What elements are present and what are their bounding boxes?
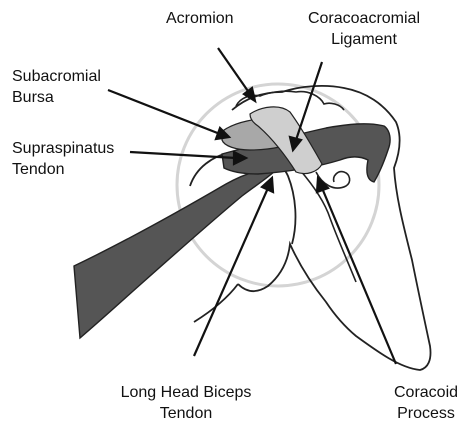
long-head-biceps-tendon-label-line2: Tendon: [104, 403, 268, 424]
coracoid-process-label-line2: Process: [384, 403, 468, 424]
acromion-label: Acromion: [166, 8, 234, 29]
humeral-shaft-outline: [194, 284, 238, 322]
supraspinatus-tendon-label-line2: Tendon: [12, 159, 114, 180]
coracoacromial-ligament-label: Coracoacromial Ligament: [302, 8, 426, 50]
acromion-arrow: [218, 48, 250, 94]
supraspinatus-tendon-label: Supraspinatus Tendon: [12, 138, 114, 180]
long-head-biceps-tendon-label-line1: Long Head Biceps: [104, 382, 268, 403]
long-head-biceps-tendon-label: Long Head Biceps Tendon: [104, 382, 268, 424]
acromion-label-text: Acromion: [166, 10, 234, 27]
leader-arrows: [108, 48, 396, 364]
biceps-tendon-shape: [74, 170, 276, 338]
coracoacromial-ligament-label-line1: Coracoacromial: [302, 8, 426, 29]
subacromial-bursa-arrow: [108, 90, 220, 134]
coracoacromial-ligament-arrow: [296, 62, 322, 140]
subacromial-bursa-label: Subacromial Bursa: [12, 66, 101, 108]
supraspinatus-tendon-label-line1: Supraspinatus: [12, 138, 114, 159]
coracoid-process-label-line1: Coracoid: [384, 382, 468, 403]
coracoid-process-label: Coracoid Process: [384, 382, 468, 424]
subacromial-bursa-label-line2: Bursa: [12, 87, 101, 108]
coracoacromial-ligament-label-line2: Ligament: [302, 29, 426, 50]
subacromial-bursa-label-line1: Subacromial: [12, 66, 101, 87]
